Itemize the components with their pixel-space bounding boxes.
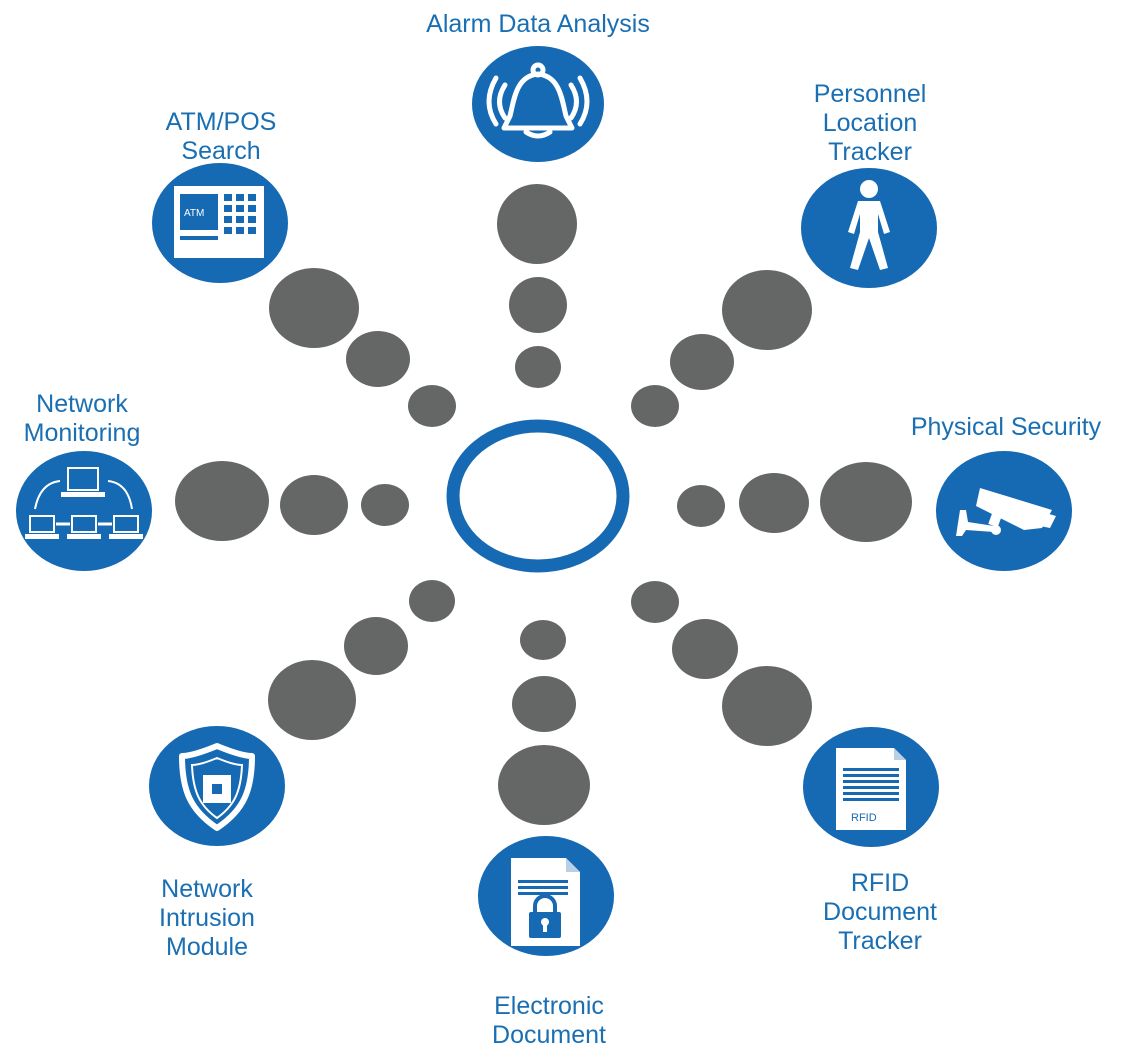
connector-bubble	[820, 462, 912, 542]
shield-icon	[179, 743, 255, 831]
connector-bubble	[672, 619, 738, 679]
electronic-document-node	[478, 836, 614, 956]
label-line: Tracker	[828, 138, 912, 166]
connector-bubble	[739, 473, 809, 533]
atm-pos-search-node: ATM	[152, 163, 288, 283]
personnel-location-tracker-node	[801, 168, 937, 288]
network-intrusion-module-node	[149, 726, 285, 846]
connector-bubble	[497, 184, 577, 264]
rfid-document-tracker-node: RFID	[803, 727, 939, 847]
connector-bubble	[677, 485, 725, 527]
connector-bubble	[268, 660, 356, 740]
rfid-document-tracker-label: RFID Document Tracker	[800, 869, 960, 956]
alarm-bell-icon	[486, 62, 590, 139]
connector-bubble	[631, 581, 679, 623]
atm-icon-text: ATM	[184, 208, 204, 219]
connector-bubble	[670, 334, 734, 390]
connector-bubbles-top-right	[631, 270, 812, 427]
label-line: Personnel	[813, 80, 927, 108]
connector-bubble	[409, 580, 455, 622]
label-line: Document	[823, 898, 937, 926]
connector-bubble	[269, 268, 359, 348]
rfid-document-icon: RFID	[836, 748, 906, 830]
connector-bubble	[520, 620, 566, 660]
network-intrusion-module-label: Network Intrusion Module	[127, 875, 287, 962]
label-line: Location	[822, 109, 918, 137]
label-line: Network	[36, 390, 128, 418]
connector-bubble	[512, 676, 576, 732]
locked-document-icon	[511, 858, 580, 946]
label-line: RFID	[850, 869, 910, 897]
label-line: Network	[161, 875, 253, 903]
connector-bubble	[509, 277, 567, 333]
connector-bubble	[280, 475, 348, 535]
electronic-document-label: Electronic Document	[469, 992, 629, 1050]
label-line: Search	[181, 137, 261, 165]
center-hub-ring	[446, 419, 630, 573]
person-icon	[848, 180, 890, 270]
connector-bubble	[631, 385, 679, 427]
label-line: Document	[492, 1021, 606, 1049]
connector-bubble	[408, 385, 456, 427]
connector-bubbles-top	[497, 184, 577, 388]
label-line: Monitoring	[23, 419, 141, 447]
rfid-icon-text: RFID	[851, 812, 877, 824]
alarm-node-circle	[472, 46, 604, 162]
label-line: Alarm Data Analysis	[426, 10, 650, 38]
atm-pos-search-label: ATM/POS Search	[141, 108, 301, 166]
alarm-data-analysis-label: Alarm Data Analysis	[388, 10, 688, 39]
connector-bubble	[344, 617, 408, 675]
atm-icon: ATM	[174, 186, 264, 258]
physical-security-label: Physical Security	[886, 413, 1126, 442]
label-line: Tracker	[838, 927, 922, 955]
connector-bubble	[346, 331, 410, 387]
label-line: ATM/POS	[165, 108, 277, 136]
security-camera-icon	[956, 488, 1056, 536]
connector-bubbles-bottom-left	[268, 580, 455, 740]
label-line: Intrusion	[159, 904, 255, 932]
physical-security-node	[936, 451, 1072, 571]
connector-bubble	[175, 461, 269, 541]
network-monitoring-node-circle	[16, 451, 152, 571]
connector-bubble	[498, 745, 590, 825]
connector-bubble	[361, 484, 409, 526]
connector-bubbles-top-left	[269, 268, 456, 427]
connector-bubbles-right	[677, 462, 912, 542]
label-line: Electronic	[494, 992, 604, 1020]
connector-bubbles-left	[175, 461, 409, 541]
connector-bubbles-bottom-right	[631, 581, 812, 746]
connector-bubble	[722, 666, 812, 746]
connector-bubble	[722, 270, 812, 350]
connector-bubbles-bottom	[498, 620, 590, 825]
network-monitoring-node	[16, 451, 152, 571]
label-line: Physical Security	[910, 413, 1102, 441]
connector-bubble	[515, 346, 561, 388]
label-line: Module	[166, 933, 248, 961]
personnel-location-tracker-label: Personnel Location Tracker	[790, 80, 950, 167]
network-computers-icon	[25, 467, 143, 539]
alarm-data-analysis-node	[472, 46, 604, 162]
network-monitoring-label: Network Monitoring	[2, 390, 162, 448]
